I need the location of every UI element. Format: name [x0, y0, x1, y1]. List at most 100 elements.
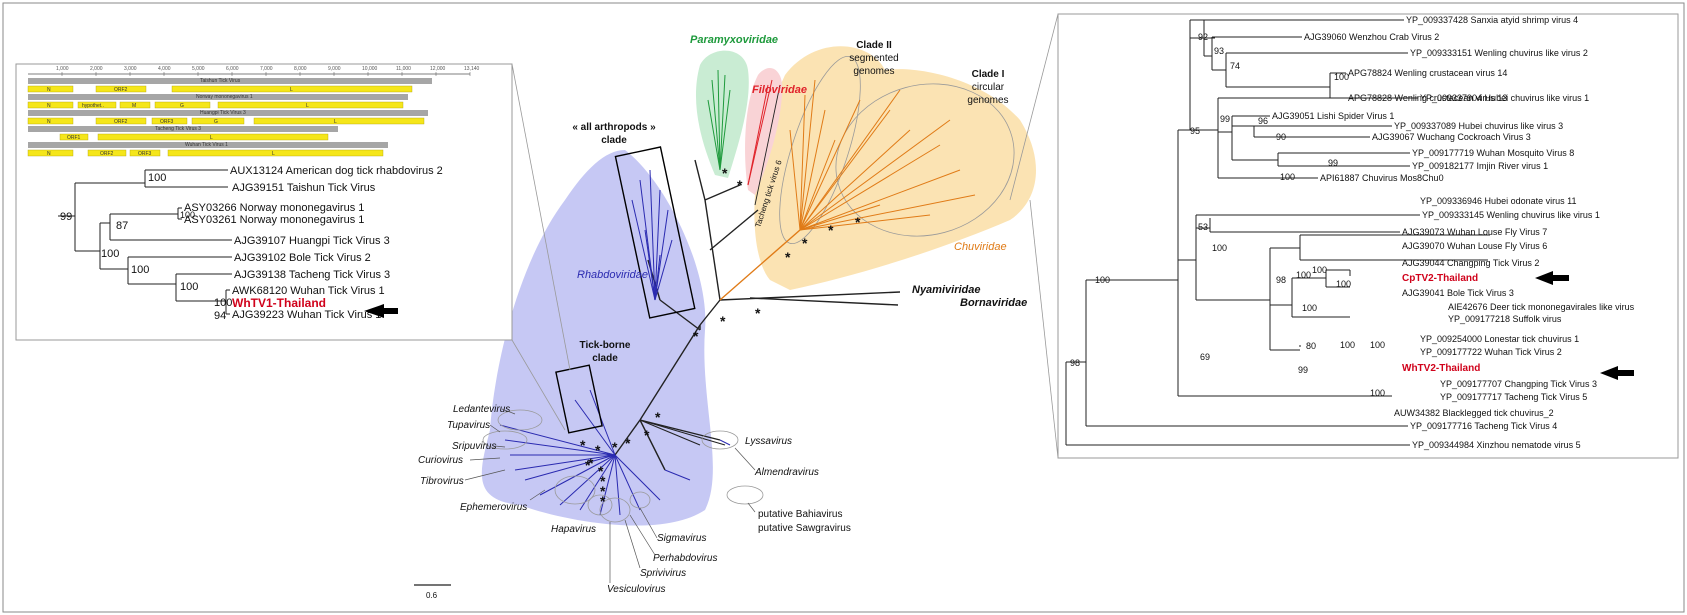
taxon-label: YP_009344984 Xinzhou nematode virus 5 [1412, 440, 1581, 450]
star-marker: * [600, 483, 606, 499]
taxon-label: YP_009182177 Imjin River virus 1 [1412, 161, 1548, 171]
genus-perhabdovirus: Perhabdovirus [653, 553, 717, 564]
taxon-label: AJG39151 Taishun Tick Virus [232, 182, 376, 194]
ruler-tick-label: 1,000 [56, 66, 69, 72]
arrow-icon [364, 304, 398, 318]
scale-bar-label: 0.6 [426, 591, 438, 600]
support-value: 100 [1340, 340, 1355, 350]
star-marker: * [722, 165, 728, 181]
star-marker: * [802, 235, 808, 251]
taxon-label: APG78828 Wenling crustacean virus 13 [1348, 93, 1507, 103]
taxon-label: AUW34382 Blacklegged tick chuvirus_2 [1394, 408, 1554, 418]
genome-title-tacheng: Tacheng Tick Virus 3 [155, 126, 201, 132]
ruler-tick-label: 3,000 [124, 66, 137, 72]
taxon-label: YP_009177218 Suffolk virus [1448, 314, 1562, 324]
paramyxoviridae-region [695, 50, 749, 178]
genome-title-taishun: Taishun Tick Virus [200, 78, 241, 84]
genus-almendravirus: Almendravirus [754, 467, 819, 478]
taxon-label: AJG39102 Bole Tick Virus 2 [234, 252, 371, 264]
taxon-label: AUX13124 American dog tick rhabdovirus 2 [230, 165, 443, 177]
gene-l: L [334, 119, 337, 125]
genus-curiovirus: Curiovirus [418, 455, 463, 466]
star-marker: * [600, 473, 606, 489]
highlighted-taxon: WhTV2-Thailand [1402, 363, 1480, 374]
ruler-tick-label: 13,140 [464, 66, 480, 72]
ruler-tick-label: 8,000 [294, 66, 307, 72]
ruler-tick-label: 11,000 [396, 66, 411, 72]
support-value: 100 [1296, 270, 1311, 280]
genus-sprivivirus: Sprivivirus [640, 568, 686, 579]
taxon-label: YP_009254000 Lonestar tick chuvirus 1 [1420, 334, 1579, 344]
gene-n: N [47, 87, 51, 93]
support-value: 100 [1334, 72, 1349, 82]
genus-tibrovirus: Tibrovirus [420, 476, 464, 487]
taxon-label: YP_009177716 Tacheng Tick Virus 4 [1410, 421, 1557, 431]
genus-tupavirus: Tupavirus [447, 420, 490, 431]
genus-bahiavirus: putative Bahiavirus [758, 509, 843, 520]
gene-hypothetical: hypothet.. [82, 103, 104, 109]
taxon-label: YP_009177717 Tacheng Tick Virus 5 [1440, 392, 1587, 402]
bornaviridae-label: Bornaviridae [960, 297, 1027, 309]
star-marker: * [693, 328, 699, 344]
right-inset-frame [1057, 13, 1679, 459]
support-value: 100 [214, 297, 232, 309]
star-marker: * [600, 493, 606, 509]
highlighted-taxon: CpTV2-Thailand [1402, 273, 1478, 284]
taxon-label: YP_009333145 Wenling chuvirus like virus… [1422, 210, 1600, 220]
taxon-label: AJG39067 Wuchang Cockroach Virus 3 [1372, 132, 1531, 142]
genus-ephemerovirus: Ephemerovirus [460, 502, 527, 513]
star-marker: * [755, 305, 761, 321]
support-value: 100 [1312, 265, 1327, 275]
support-value: 93 [1214, 46, 1224, 56]
gene-m: M [132, 103, 136, 109]
genome-title-norway: Norway mononegavirus 1 [196, 94, 253, 100]
chuviridae-region [754, 46, 1037, 290]
support-value: 100 [180, 281, 198, 293]
gene-n: N [47, 151, 51, 157]
taxon-label: ASY03261 Norway mononegavirus 1 [184, 214, 364, 226]
support-value: 53 [1198, 222, 1208, 232]
star-marker: * [580, 437, 586, 453]
clade1-sub1: circular [972, 82, 1005, 93]
filoviridae-region [745, 67, 783, 195]
support-value: 100 [1302, 303, 1317, 313]
support-value: 80 [1306, 341, 1316, 351]
taxon-label: YP_009337089 Hubei chuvirus like virus 3 [1394, 121, 1563, 131]
ruler-tick-label: 12,000 [430, 66, 446, 72]
gene-l: L [290, 87, 293, 93]
gene-n: N [47, 119, 51, 125]
support-value: 98 [1276, 275, 1286, 285]
taxon-label: AWK68120 Wuhan Tick Virus 1 [232, 285, 385, 297]
clade2-sub1: segmented [849, 53, 898, 64]
support-value: 95 [1190, 126, 1200, 136]
paramyxoviridae-label: Paramyxoviridae [690, 34, 778, 46]
ruler-tick-label: 10,000 [362, 66, 378, 72]
gene-orf2: ORF2 [114, 119, 128, 125]
rhabdoviridae-label: Rhabdoviridae [577, 269, 648, 281]
genus-sripuvirus: Sripuvirus [452, 441, 496, 452]
support-value: 100 [1336, 279, 1351, 289]
clade2-sub2: genomes [853, 66, 894, 77]
gene-orf3: ORF3 [138, 151, 152, 157]
support-value: 100 [148, 172, 166, 184]
support-value: 100 [101, 248, 119, 260]
gene-orf2: ORF2 [100, 151, 114, 157]
taxon-label: YP_009337428 Sanxia atyid shrimp virus 4 [1406, 15, 1578, 25]
taxon-label: API61887 Chuvirus Mos8Chu0 [1320, 173, 1444, 183]
star-marker: * [588, 455, 594, 471]
support-value: 99 [1298, 365, 1308, 375]
taxon-label: YP_009336946 Hubei odonate virus 11 [1420, 196, 1576, 206]
support-value: 99 [1328, 158, 1338, 168]
tick-borne-box [555, 364, 603, 434]
gene-orf2: ORF2 [114, 87, 128, 93]
all-arthropods-box [614, 146, 696, 319]
support-value: 96 [1258, 116, 1268, 126]
taxon-label: AJG39223 Wuhan Tick Virus 1 [232, 309, 381, 321]
taxon-label: YP_009177707 Changping Tick Virus 3 [1440, 379, 1597, 389]
arthropods-clade-title: « all arthropods » [572, 122, 656, 133]
taxon-label: YP_009333151 Wenling chuvirus like virus… [1410, 48, 1588, 58]
taxon-label: AIE42676 Deer tick mononegavirales like … [1448, 302, 1635, 312]
taxon-label: YP_009177722 Wuhan Tick Virus 2 [1420, 347, 1562, 357]
genome-title-huangpi: Huangpi Tick Virus 3 [200, 110, 246, 116]
